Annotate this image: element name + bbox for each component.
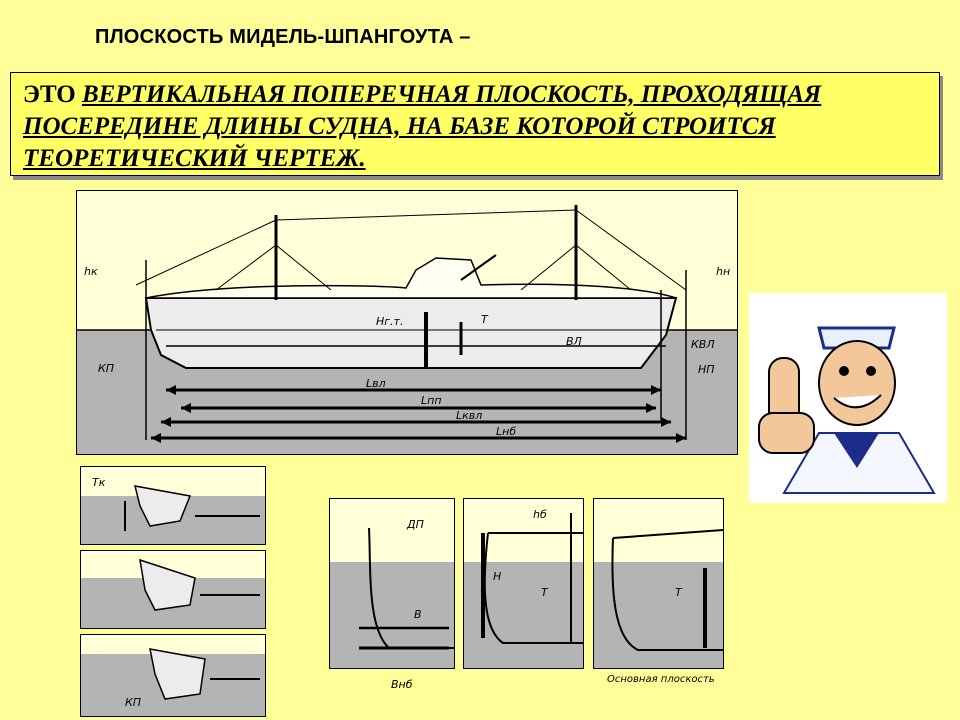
sailor-image <box>749 293 947 503</box>
sailor-illustration <box>749 293 947 503</box>
superstructure <box>145 257 677 299</box>
label-l-nb: Lнб <box>496 425 516 438</box>
hull-outline <box>144 297 678 369</box>
label-base-plane: Основная плоскость <box>607 674 715 685</box>
definition-lead: ЭТО <box>23 81 82 108</box>
label-tk: Tк <box>92 476 106 489</box>
stern-diagram-2 <box>80 550 266 629</box>
section-depth: hб H T <box>463 498 584 669</box>
stern-diagrams-svg: Tк КП <box>80 466 266 717</box>
slide-title: ПЛОСКОСТЬ МИДЕЛЬ-ШПАНГОУТА – <box>95 26 471 48</box>
label-l-vl: Lвл <box>366 377 386 390</box>
label-l-kvl: Lквл <box>456 409 482 422</box>
label-kp: КП <box>98 362 114 375</box>
length-dimensions <box>151 388 686 440</box>
stern-diagram-3: КП <box>80 634 266 717</box>
definition-text: ВЕРТИКАЛЬНАЯ ПОПЕРЕЧНАЯ ПЛОСКОСТЬ, ПРОХО… <box>23 81 822 172</box>
section-diagrams-svg: ДП B Bнб hб H T T Основная плоскость <box>329 498 724 691</box>
label-dp: ДП <box>406 518 424 531</box>
label-b-nb: Bнб <box>391 678 413 691</box>
section-draft: T Основная плоскость <box>593 498 724 685</box>
label-t2: T <box>675 586 683 599</box>
section-breadth: ДП B Bнб <box>329 498 455 691</box>
stern-diagram-1: Tк <box>80 466 266 545</box>
label-h: H <box>493 570 501 583</box>
label-hk: hк <box>84 265 98 278</box>
label-kp-stern: КП <box>125 696 141 709</box>
label-vl: ВЛ <box>566 335 582 348</box>
label-t: T <box>481 313 489 326</box>
section-diagrams: ДП B Bнб hб H T T Основная плоскость <box>329 498 724 698</box>
label-np: НП <box>698 363 715 376</box>
label-t1: T <box>541 586 549 599</box>
label-kvl: КВЛ <box>691 338 715 351</box>
ship-profile-diagram: hк hн КП НП КВЛ ВЛ Hг.т. T Lвл Lпп Lквл … <box>76 190 738 455</box>
label-h-b: hб <box>533 508 547 521</box>
label-b: B <box>414 608 422 621</box>
definition-box: ЭТО ВЕРТИКАЛЬНАЯ ПОПЕРЕЧНАЯ ПЛОСКОСТЬ, П… <box>10 72 940 176</box>
ship-profile-svg: hк hн КП НП КВЛ ВЛ Hг.т. T Lвл Lпп Lквл … <box>76 190 738 455</box>
label-l-pp: Lпп <box>421 394 442 407</box>
stern-diagrams: Tк КП <box>80 466 266 718</box>
label-hgm: Hг.т. <box>376 315 403 328</box>
label-hn: hн <box>716 265 730 278</box>
